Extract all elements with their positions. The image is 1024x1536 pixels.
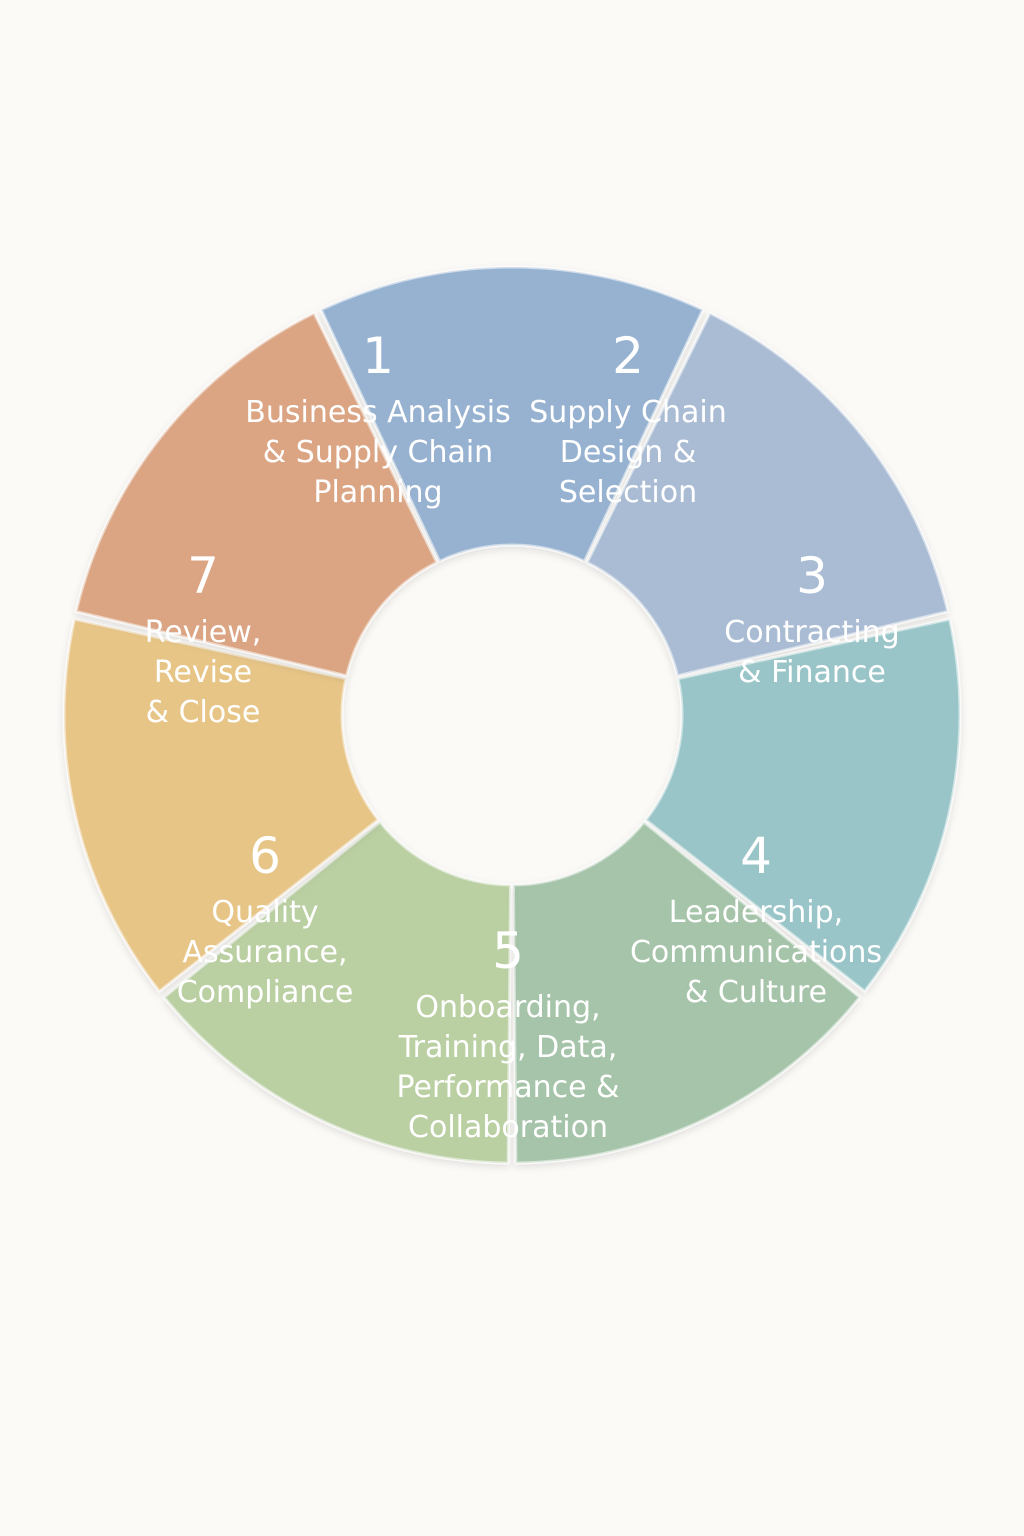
segment-label-line: Review, [145, 615, 262, 650]
segment-7 [74, 311, 439, 678]
segment-number: 5 [492, 922, 524, 980]
segment-label-line: Training, Data, [398, 1030, 618, 1065]
segment-number: 2 [612, 327, 644, 385]
segment-2 [585, 311, 950, 678]
segment-number: 4 [740, 827, 772, 885]
segment-label-line: Business Analysis [245, 395, 510, 430]
segment-label-line: Supply Chain [529, 395, 726, 430]
segment-number: 3 [796, 547, 828, 605]
segment-label-line: Performance & [396, 1070, 619, 1105]
segment-6 [62, 617, 380, 993]
segment-label-line: & Supply Chain [263, 435, 493, 470]
segment-label-line: Leadership, [669, 895, 843, 930]
segment-label-line: Compliance [177, 975, 354, 1010]
segment-label-line: Quality [211, 895, 318, 930]
segment-label-line: Assurance, [182, 935, 347, 970]
segment-label-line: Onboarding, [415, 990, 600, 1025]
segment-number: 6 [249, 827, 281, 885]
segment-number: 1 [362, 327, 394, 385]
segment-number: 7 [187, 547, 219, 605]
segment-3 [644, 617, 962, 993]
segment-5 [162, 820, 513, 1165]
segment-label-line: Communications [630, 935, 882, 970]
segment-label-line: & Culture [685, 975, 827, 1010]
segment-label-line: Planning [313, 475, 442, 510]
segment-label-line: & Close [146, 695, 261, 730]
segment-label-line: Design & [560, 435, 697, 470]
segment-label-line: Collaboration [408, 1110, 608, 1145]
segment-label-line: Revise [154, 655, 252, 690]
segment-1 [319, 265, 705, 563]
segment-4 [511, 820, 862, 1165]
segment-label-line: & Finance [738, 655, 886, 690]
segment-label-line: Selection [559, 475, 697, 510]
segment-label-line: Contracting [724, 615, 899, 650]
